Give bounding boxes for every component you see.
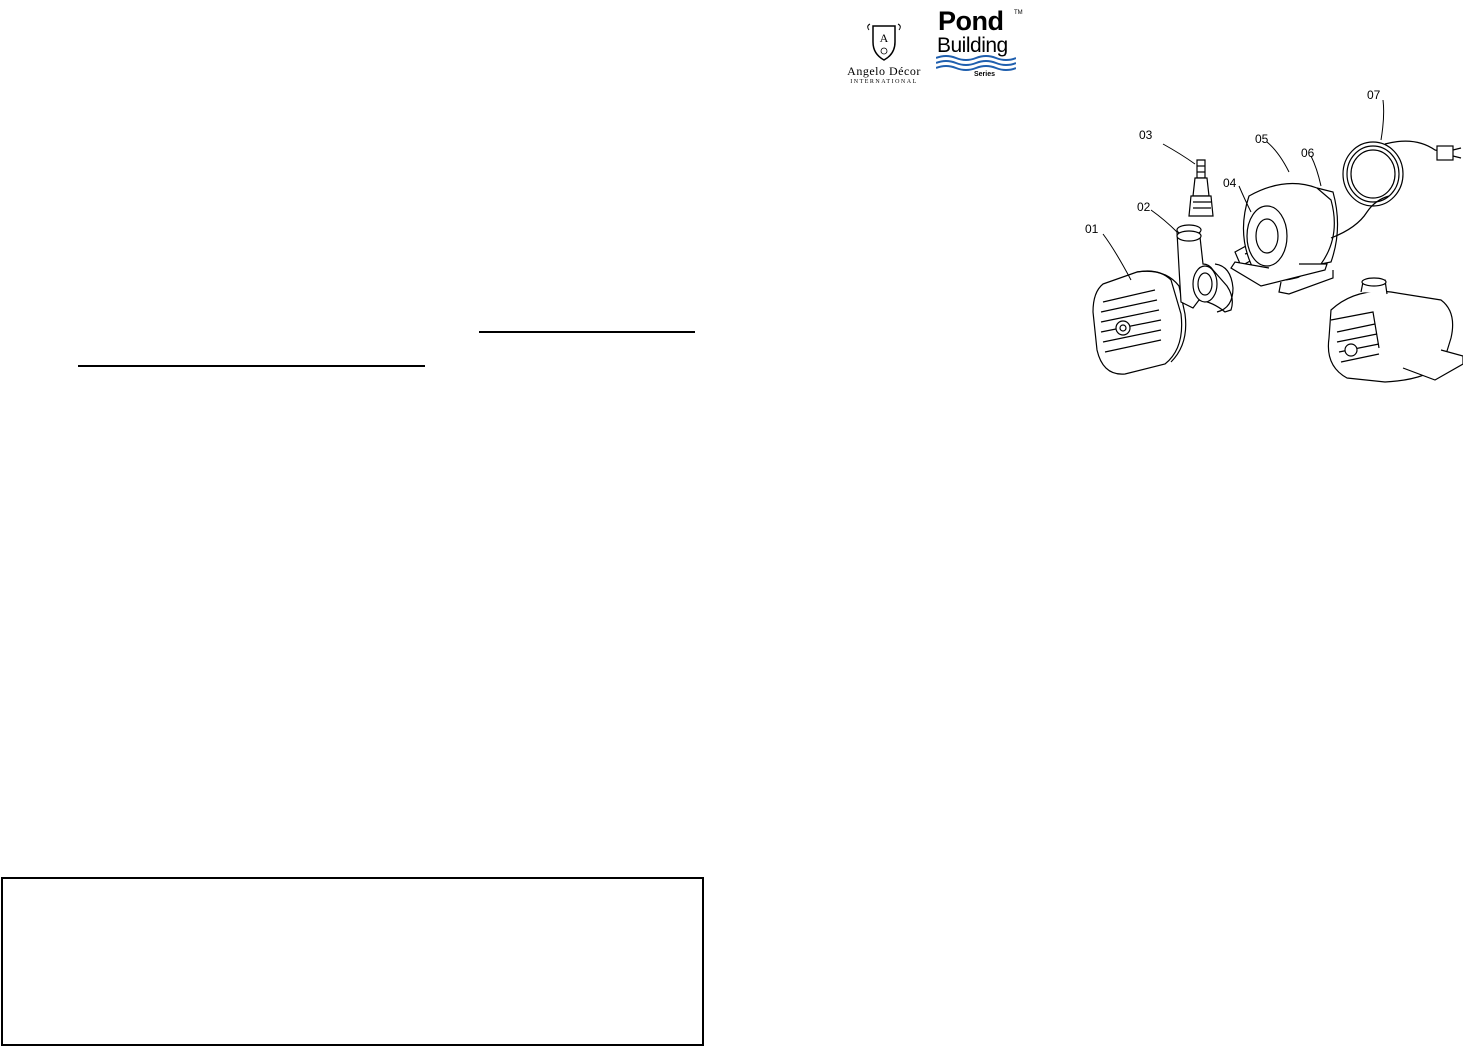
notice-box xyxy=(1,877,704,1046)
svg-text:A: A xyxy=(880,31,889,45)
pond-building-logo: Pond TM Building Series xyxy=(936,6,1023,84)
elbow-outlet-part xyxy=(1176,224,1234,313)
part-label-05: 05 xyxy=(1255,132,1269,146)
intake-cover-part xyxy=(1092,270,1187,375)
part-label-07: 07 xyxy=(1367,88,1381,102)
brand-logos: A Angelo Décor International Pond TM Bui… xyxy=(836,6,1036,85)
pond-word: Pond xyxy=(938,6,1004,36)
motor-body-part xyxy=(1230,182,1390,295)
power-cord-part xyxy=(1342,140,1462,207)
underline-rule-2 xyxy=(78,365,425,367)
assembled-pump xyxy=(1327,277,1463,383)
underline-rule-1 xyxy=(479,331,695,333)
part-label-01: 01 xyxy=(1085,222,1099,236)
series-word: Series xyxy=(974,71,996,78)
part-label-03: 03 xyxy=(1139,128,1153,142)
part-label-04: 04 xyxy=(1223,176,1237,190)
pump-drawing xyxy=(1092,99,1463,383)
angelo-decor-subtitle: International xyxy=(850,79,918,85)
angelo-decor-name: Angelo Décor xyxy=(847,64,921,78)
pump-exploded-diagram: 01 02 03 04 05 06 07 xyxy=(1085,88,1463,393)
waves-icon xyxy=(936,55,1016,71)
part-label-02: 02 xyxy=(1137,200,1151,214)
trademark-mark: TM xyxy=(1014,10,1023,16)
building-word: Building xyxy=(937,34,1008,57)
crest-icon: A xyxy=(867,23,901,61)
part-label-06: 06 xyxy=(1301,146,1315,160)
hose-adapter-part xyxy=(1188,159,1214,217)
angelo-decor-logo: A Angelo Décor International xyxy=(836,22,932,85)
